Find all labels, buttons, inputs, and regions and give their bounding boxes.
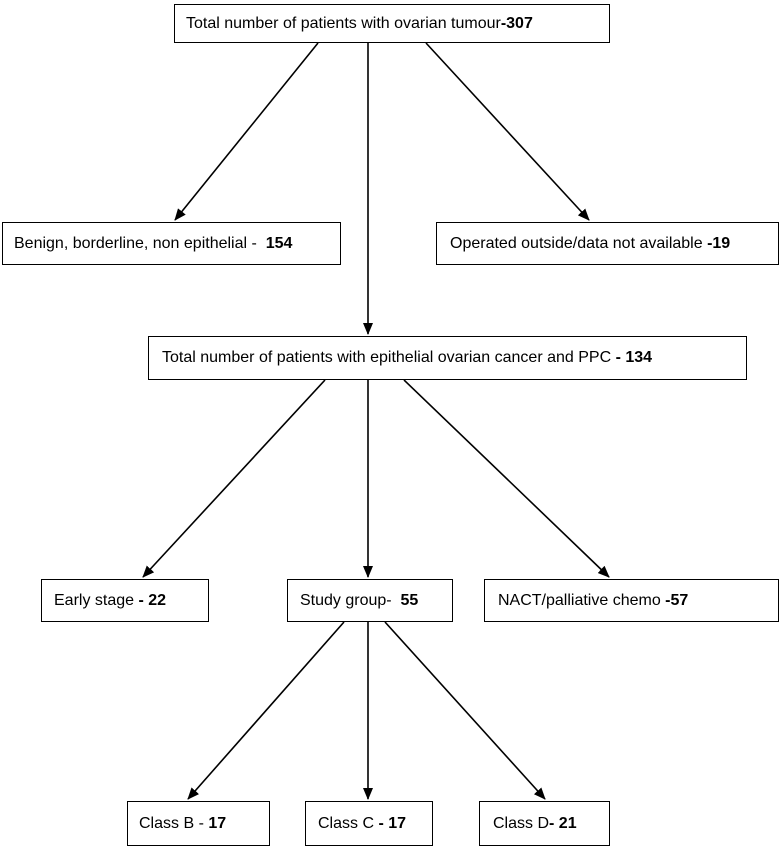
arrow-epithelial-to-early xyxy=(142,379,326,578)
epithelial-cancer-label: Total number of patients with epithelial… xyxy=(162,349,616,366)
epithelial-cancer-count: - 134 xyxy=(615,349,653,366)
nact-palliative-count: -57 xyxy=(665,591,689,609)
class-b-count: 17 xyxy=(208,814,227,832)
early-stage-box: Early stage - 22 xyxy=(41,579,209,622)
class-c-box: Class C - 17 xyxy=(305,801,433,846)
arrow-epithelial-to-nact xyxy=(403,379,610,578)
study-group-box: Study group- 55 xyxy=(287,579,453,622)
operated-outside-box: Operated outside/data not available -19 xyxy=(436,222,779,265)
study-group-count: 55 xyxy=(400,591,419,609)
class-d-count: - 21 xyxy=(549,814,577,832)
operated-outside-label: Operated outside/data not available xyxy=(450,234,708,252)
arrow-total-to-benign xyxy=(174,42,319,221)
class-d-box: Class D- 21 xyxy=(479,801,610,846)
benign-count: 154 xyxy=(265,234,293,252)
arrow-total-to-outside xyxy=(425,42,590,221)
total-patients-box: Total number of patients with ovarian tu… xyxy=(174,4,610,43)
epithelial-cancer-box: Total number of patients with epithelial… xyxy=(148,336,747,380)
arrow-study-to-classd xyxy=(384,621,546,800)
early-stage-label: Early stage xyxy=(54,591,139,609)
benign-box: Benign, borderline, non epithelial - 154 xyxy=(2,222,341,265)
arrow-study-to-classb xyxy=(187,621,345,800)
operated-outside-count: -19 xyxy=(707,234,731,252)
class-b-box: Class B - 17 xyxy=(127,801,270,846)
class-b-label: Class B - xyxy=(139,814,209,832)
class-c-label: Class C xyxy=(318,814,379,832)
early-stage-count: - 22 xyxy=(138,591,167,609)
study-group-label: Study group- xyxy=(300,591,401,609)
nact-palliative-label: NACT/palliative chemo xyxy=(498,591,666,609)
nact-palliative-box: NACT/palliative chemo -57 xyxy=(484,579,779,622)
class-d-label: Class D xyxy=(493,814,550,832)
class-c-count: - 17 xyxy=(378,814,407,832)
total-patients-label: Total number of patients with ovarian tu… xyxy=(186,14,501,32)
total-patients-count: -307 xyxy=(500,14,533,32)
benign-label: Benign, borderline, non epithelial - xyxy=(14,234,266,252)
